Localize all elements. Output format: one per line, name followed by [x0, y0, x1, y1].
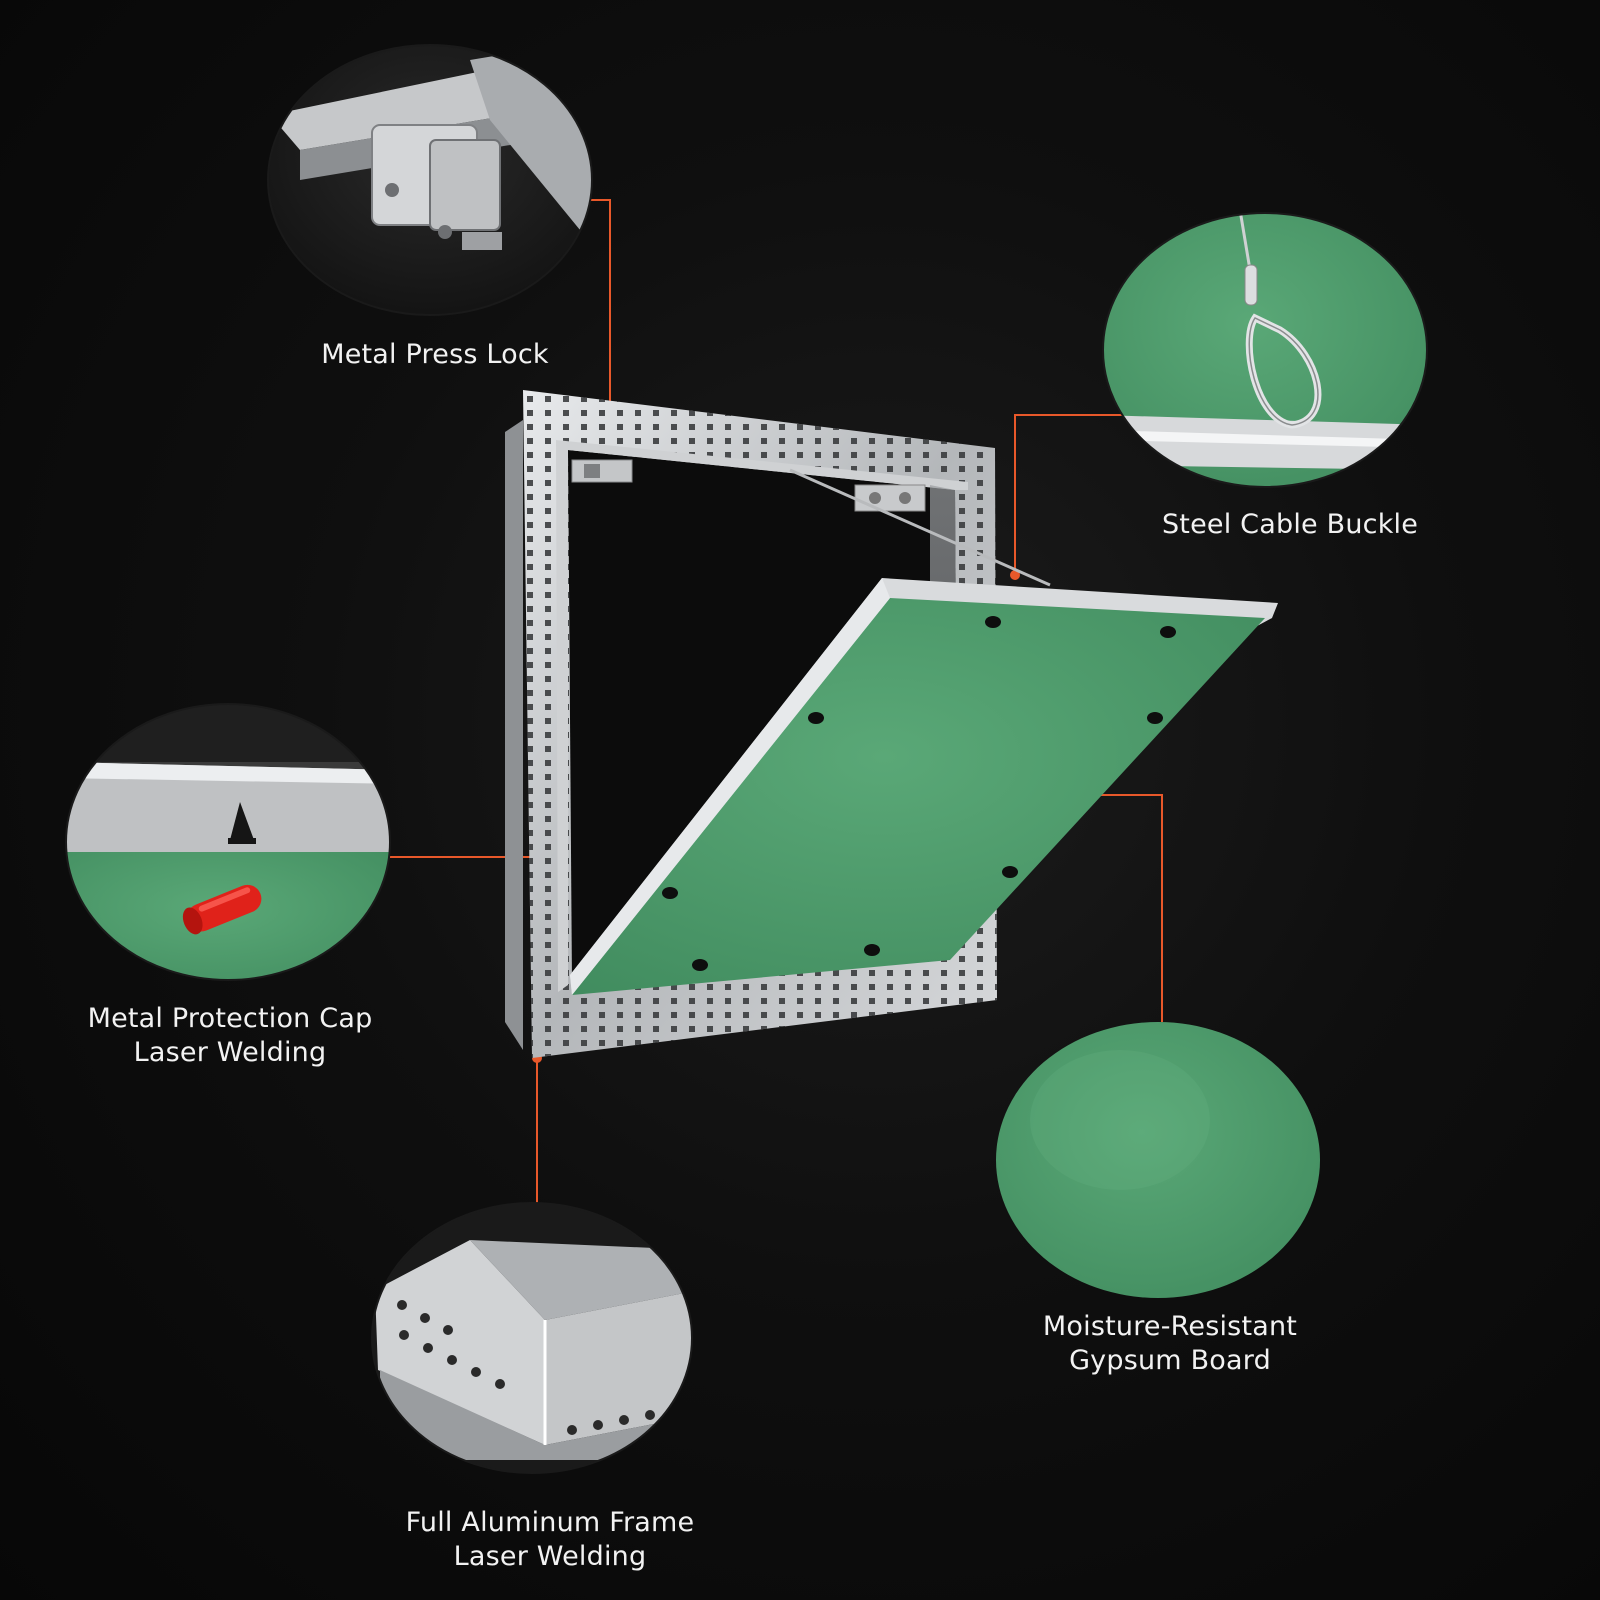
dot-cable: [1010, 570, 1020, 580]
door-aluminum-edge: [570, 578, 890, 995]
detail-metal-protection-cap: [66, 704, 390, 980]
label-metal-protection-cap-line2: Laser Welding: [133, 1037, 327, 1068]
label-metal-protection-cap: Metal Protection Cap Laser Welding: [60, 1002, 400, 1070]
door-board: [572, 598, 1265, 995]
label-aluminum-frame-line1: Full Aluminum Frame: [405, 1507, 695, 1538]
frame-cable-mount: [789, 468, 1051, 587]
label-steel-cable-buckle-line1: Steel Cable Buckle: [1161, 509, 1419, 540]
label-steel-cable-buckle: Steel Cable Buckle: [1140, 508, 1440, 542]
label-moisture-resistant-board-line1: Moisture-Resistant: [1042, 1311, 1298, 1342]
label-metal-press-lock: Metal Press Lock: [300, 338, 570, 372]
frame-press-lock: [571, 459, 633, 483]
label-metal-protection-cap-line1: Metal Protection Cap: [87, 1003, 373, 1034]
door-screw-holes: [662, 616, 1176, 971]
detail-gypsum-board: [996, 1022, 1320, 1298]
detail-steel-cable-buckle: [1103, 213, 1427, 487]
label-moisture-resistant-board-line2: Gypsum Board: [1069, 1345, 1271, 1376]
label-metal-press-lock-line1: Metal Press Lock: [321, 339, 549, 370]
access-panel-illustration: [505, 390, 1278, 1058]
frame-depth: [505, 420, 523, 1050]
detail-metal-press-lock: [268, 45, 592, 315]
label-moisture-resistant-board: Moisture-Resistant Gypsum Board: [1000, 1310, 1340, 1378]
gypsum-door: [570, 578, 1278, 995]
label-aluminum-frame-line2: Laser Welding: [453, 1541, 647, 1572]
label-aluminum-frame: Full Aluminum Frame Laser Welding: [370, 1506, 730, 1574]
leader-line-cable: [1014, 414, 1148, 575]
detail-aluminum-frame: [372, 1203, 692, 1473]
